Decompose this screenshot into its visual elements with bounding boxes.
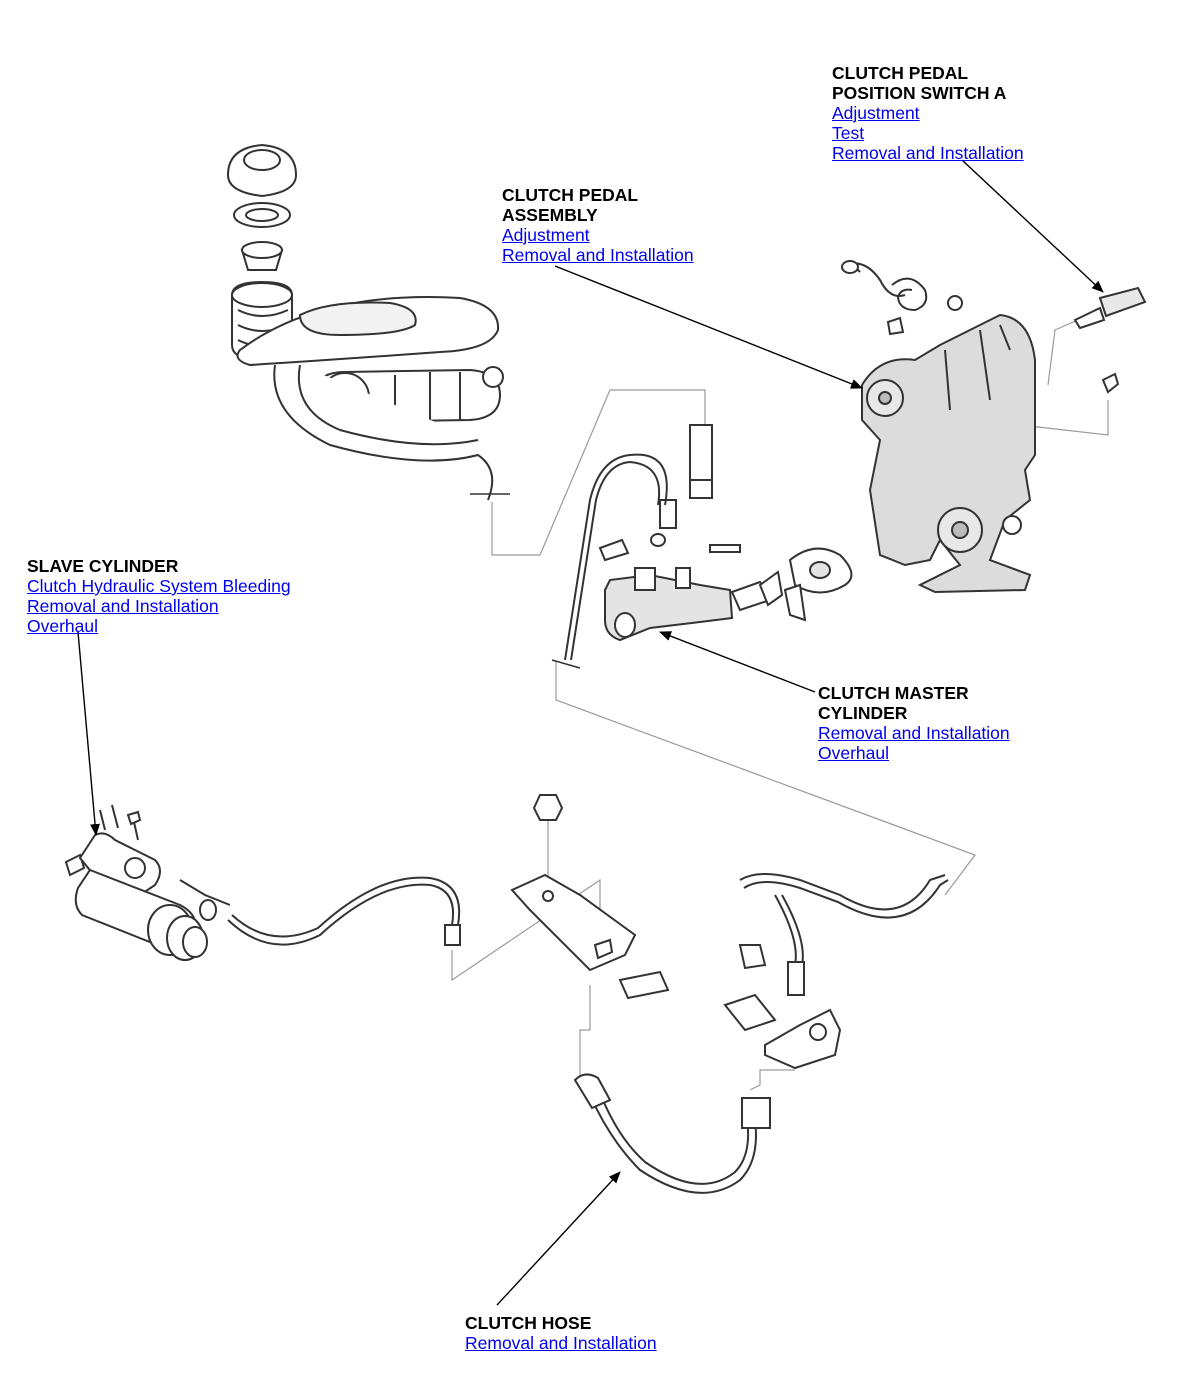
callout-clutch-pedal-assembly: CLUTCH PEDAL ASSEMBLY Adjustment Removal… <box>502 185 694 265</box>
master-removal-installation-link[interactable]: Removal and Installation <box>818 723 1010 743</box>
pedal-title-line-2: ASSEMBLY <box>502 205 598 225</box>
slave-title: SLAVE CYLINDER <box>27 556 179 576</box>
hose-bracket <box>510 794 670 1000</box>
hose-title: CLUTCH HOSE <box>465 1313 592 1333</box>
switch-test-link[interactable]: Test <box>832 123 865 143</box>
callout-slave-cylinder: SLAVE CYLINDER Clutch Hydraulic System B… <box>27 556 291 636</box>
clutch-fluid-reservoir <box>226 143 510 501</box>
connection-lines <box>451 319 1109 1091</box>
slave-bleeding-link[interactable]: Clutch Hydraulic System Bleeding <box>27 576 291 596</box>
switch-adjustment-link[interactable]: Adjustment <box>832 103 920 123</box>
switch-removal-installation-link[interactable]: Removal and Installation <box>832 143 1024 163</box>
clutch-master-cylinder <box>598 424 853 642</box>
hose-removal-installation-link[interactable]: Removal and Installation <box>465 1333 657 1353</box>
slave-removal-installation-link[interactable]: Removal and Installation <box>27 596 219 616</box>
callout-clutch-hose: CLUTCH HOSE Removal and Installation <box>465 1313 657 1353</box>
master-title-line-2: CYLINDER <box>818 703 908 723</box>
master-title-line-1: CLUTCH MASTER <box>818 683 969 703</box>
pedal-title-line-1: CLUTCH PEDAL <box>502 185 639 205</box>
pedal-removal-installation-link[interactable]: Removal and Installation <box>502 245 694 265</box>
master-overhaul-link[interactable]: Overhaul <box>818 743 890 763</box>
clutch-pipe-upper <box>551 453 668 669</box>
pedal-adjustment-link[interactable]: Adjustment <box>502 225 590 245</box>
switch-title-line-2: POSITION SWITCH A <box>832 83 1007 103</box>
callout-arrows <box>77 159 1104 1306</box>
callout-clutch-master-cylinder: CLUTCH MASTER CYLINDER Removal and Insta… <box>818 683 1010 763</box>
slave-overhaul-link[interactable]: Overhaul <box>27 616 99 636</box>
slave-cylinder <box>64 804 231 961</box>
clutch-pipe-lower <box>227 876 461 946</box>
callout-clutch-pedal-position-switch: CLUTCH PEDAL POSITION SWITCH A Adjustmen… <box>832 63 1024 163</box>
clutch-hose <box>573 873 949 1194</box>
switch-title-line-1: CLUTCH PEDAL <box>832 63 969 83</box>
clutch-pedal-assembly <box>841 260 1147 594</box>
